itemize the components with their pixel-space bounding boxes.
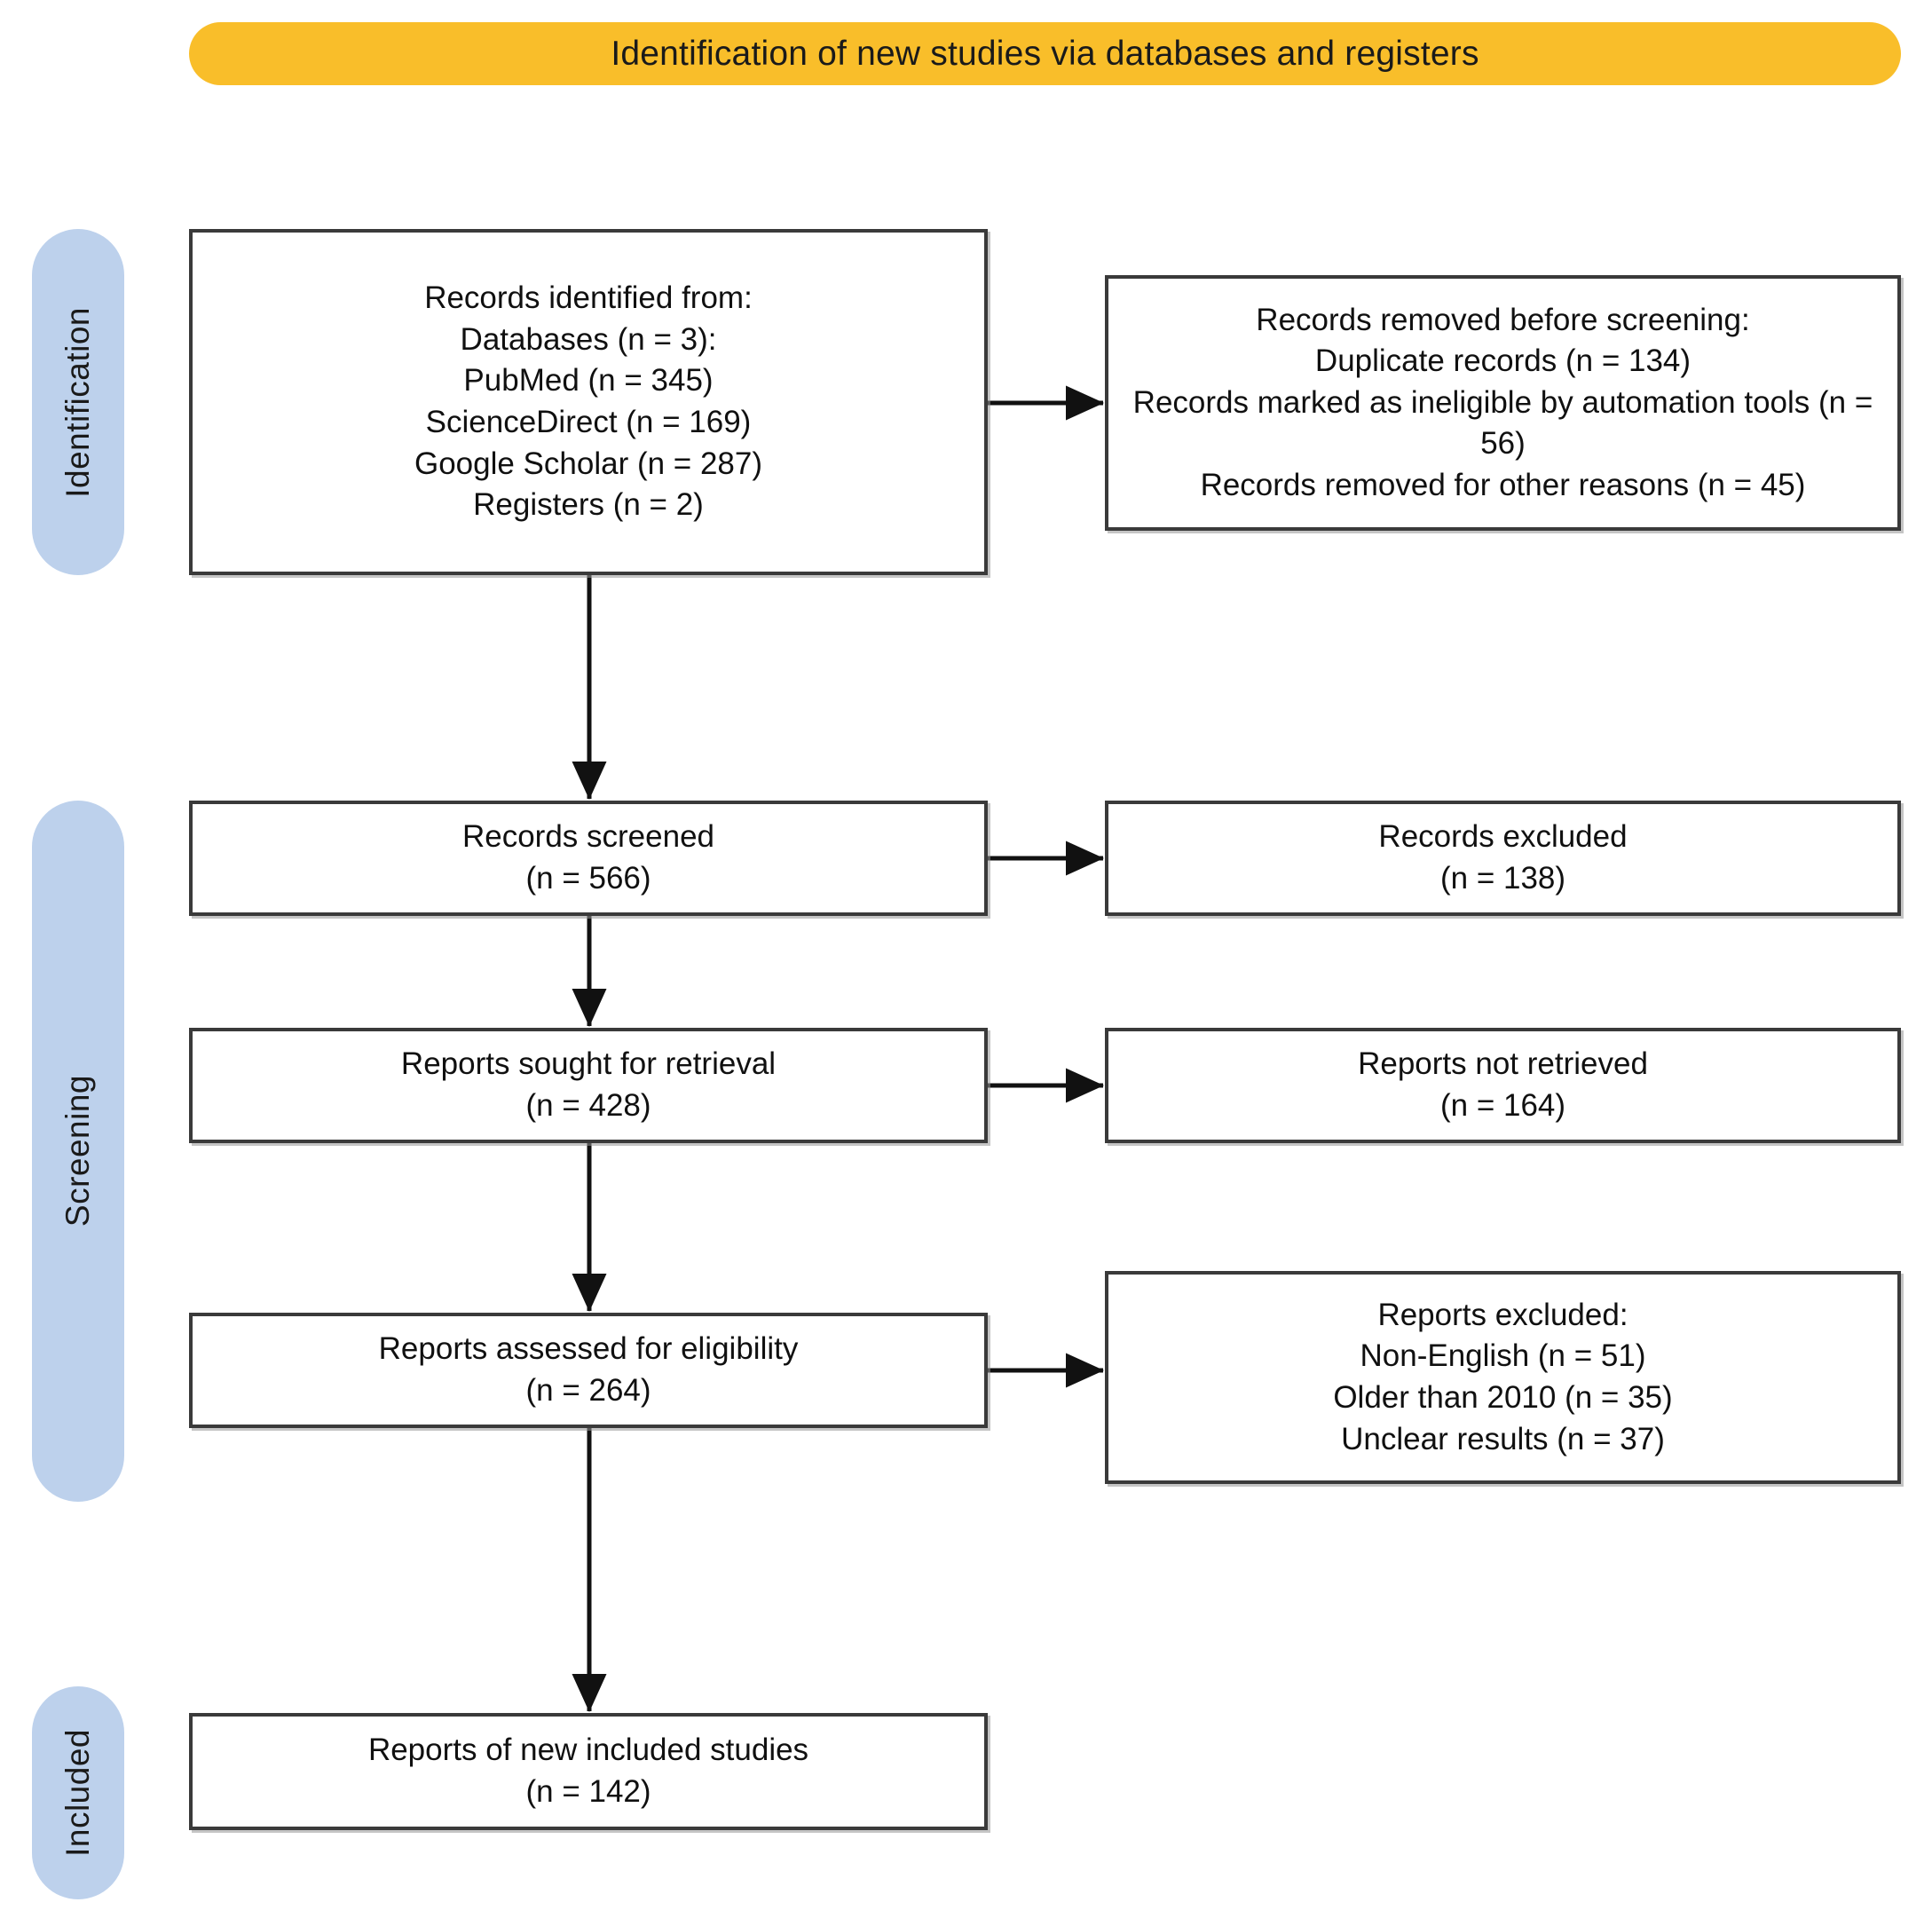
box-line: Unclear results (n = 37) <box>1341 1421 1665 1456</box>
stage-label-identification: Identification <box>32 229 124 575</box>
box-line: (n = 138) <box>1439 861 1566 896</box>
box-line: ScienceDirect (n = 169) <box>425 405 752 439</box>
box-records-identified: Records identified from: Databases (n = … <box>189 229 988 575</box>
stage-label-included-text: Included <box>59 1729 96 1857</box>
box-line: Reports assessed for eligibility <box>378 1331 799 1367</box>
box-line: Registers (n = 2) <box>473 487 704 523</box>
diagram-header-banner: Identification of new studies via databa… <box>189 22 1901 85</box>
stage-label-screening: Screening <box>32 801 124 1502</box>
box-line: Records identified from: <box>424 280 753 316</box>
box-line: Reports not retrieved <box>1358 1046 1648 1082</box>
box-line: PubMed (n = 345) <box>463 363 714 399</box>
box-records-screened: Records screened (n = 566) <box>189 801 988 916</box>
box-line: Records removed for other reasons (n = 4… <box>1200 467 1806 502</box>
box-line: Records excluded <box>1378 819 1628 855</box>
box-records-removed-before-screening: Records removed before screening: Duplic… <box>1105 275 1901 531</box>
box-reports-excluded: Reports excluded: Non-English (n = 51) O… <box>1105 1271 1901 1484</box>
box-line: Google Scholar (n = 287) <box>414 446 763 481</box>
box-line: Databases (n = 3): <box>460 321 717 357</box>
box-line: Older than 2010 (n = 35) <box>1333 1380 1673 1415</box>
box-line: Records screened <box>461 819 715 855</box>
box-line: (n = 566) <box>525 861 651 896</box>
box-line: Records removed before screening: <box>1256 302 1750 337</box>
stage-label-identification-text: Identification <box>59 306 96 498</box>
box-records-excluded: Records excluded (n = 138) <box>1105 801 1901 916</box>
box-line: Duplicate records (n = 134) <box>1314 343 1691 379</box>
box-line: (n = 428) <box>525 1088 651 1123</box>
box-line: Non-English (n = 51) <box>1360 1338 1646 1374</box>
stage-label-screening-text: Screening <box>59 1075 96 1227</box>
box-line: (n = 142) <box>525 1774 651 1809</box>
box-line: Records marked as ineligible by automati… <box>1132 384 1873 462</box>
stage-label-included: Included <box>32 1686 124 1899</box>
box-line: Reports of new included studies <box>367 1733 809 1768</box>
diagram-title: Identification of new studies via databa… <box>611 34 1479 73</box>
box-line: Reports excluded: <box>1377 1297 1628 1332</box>
box-line: (n = 164) <box>1439 1088 1566 1123</box>
box-reports-sought-for-retrieval: Reports sought for retrieval (n = 428) <box>189 1028 988 1143</box>
box-reports-assessed-for-eligibility: Reports assessed for eligibility (n = 26… <box>189 1313 988 1428</box>
box-reports-not-retrieved: Reports not retrieved (n = 164) <box>1105 1028 1901 1143</box>
box-line: (n = 264) <box>525 1373 651 1408</box>
box-reports-new-included-studies: Reports of new included studies (n = 142… <box>189 1713 988 1830</box>
box-line: Reports sought for retrieval <box>400 1046 777 1082</box>
